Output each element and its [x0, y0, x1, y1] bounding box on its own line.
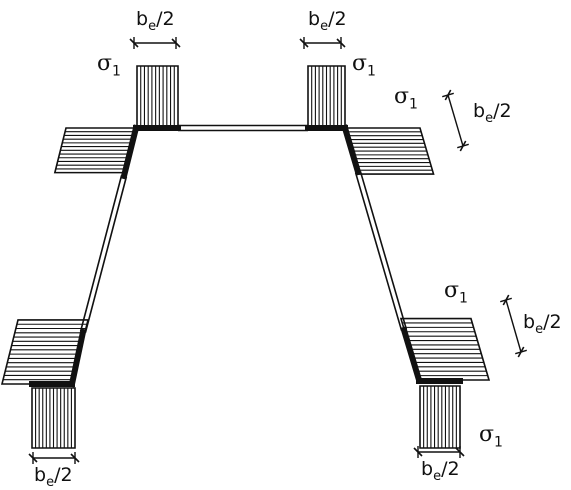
- stress-block-left-web-bottom: [0, 319, 90, 385]
- stress-block-bottom-right: [419, 385, 461, 449]
- be-half-label-top-right: be/2: [308, 8, 347, 34]
- right-web-effective-bottom: [400, 326, 423, 384]
- left-web-ineffective-edge: [84, 176, 128, 333]
- be-half-label-bottom-left: be/2: [34, 464, 73, 490]
- dimension-top-left: [129, 37, 181, 49]
- right-web-ineffective-edge: [359, 171, 408, 330]
- dimension-bottom-left: [28, 452, 80, 464]
- be-half-label-right-upper: be/2: [473, 100, 512, 126]
- dimension-right-lower-slash: [517, 346, 525, 358]
- stress-block-bottom-left: [31, 387, 76, 449]
- stress-block-top-right: [307, 65, 346, 129]
- stress-block-top-left-outline: [136, 65, 179, 129]
- sigma-label-bottom-right: σ1: [479, 422, 503, 451]
- dimension-top-right: [299, 37, 346, 49]
- dimension-top-left-slash: [129, 38, 139, 48]
- be-half-label-right-lower: be/2: [523, 311, 562, 337]
- stress-block-bottom-right-outline: [419, 385, 461, 449]
- dimension-right-lower-slash: [502, 294, 510, 306]
- top-flange-ineffective: [178, 124, 308, 132]
- sigma-label-right-upper: σ1: [394, 84, 418, 113]
- dimension-right-upper-slash: [444, 89, 452, 101]
- left-web-effective-top: [120, 124, 140, 180]
- stress-blocks: [0, 65, 491, 449]
- dimension-right-upper: [442, 89, 469, 152]
- left-web-ineffective: [79, 175, 128, 333]
- dimension-bottom-left-slash: [70, 453, 80, 463]
- dimension-top-right-slash: [336, 38, 346, 48]
- stress-block-right-web-top: [343, 127, 435, 175]
- right-web-effective-top: [341, 124, 362, 176]
- dimension-bottom-right-slash: [413, 447, 423, 457]
- left-web-effective-bottom: [68, 328, 87, 388]
- dimension-right-lower: [500, 294, 527, 358]
- dimension-right-upper-line: [447, 94, 464, 147]
- be-half-label-top-left: be/2: [136, 8, 175, 34]
- stress-block-right-web-bottom: [399, 317, 491, 381]
- stress-block-top-left: [136, 65, 179, 129]
- dimension-bottom-right: [413, 446, 465, 458]
- section-outline: [29, 124, 463, 388]
- dimension-bottom-left-slash: [28, 453, 38, 463]
- left-web-ineffective-edge: [79, 175, 123, 332]
- right-web-ineffective-edge: [354, 172, 403, 331]
- dimension-top-right-slash: [299, 38, 309, 48]
- sigma-label-top-left: σ1: [97, 51, 121, 80]
- dimension-right-lower-line: [505, 299, 522, 353]
- dimension-lines: [28, 37, 527, 464]
- right-web-ineffective: [354, 171, 408, 331]
- dimension-bottom-right-slash: [455, 447, 465, 457]
- be-half-label-bottom-right: be/2: [421, 458, 460, 484]
- dimension-right-upper-slash: [459, 140, 467, 152]
- stress-block-left-web-top: [53, 127, 138, 174]
- sigma-label-right-lower: σ1: [444, 278, 468, 307]
- dimension-top-left-slash: [171, 38, 181, 48]
- sigma-label-top-right: σ1: [352, 51, 376, 80]
